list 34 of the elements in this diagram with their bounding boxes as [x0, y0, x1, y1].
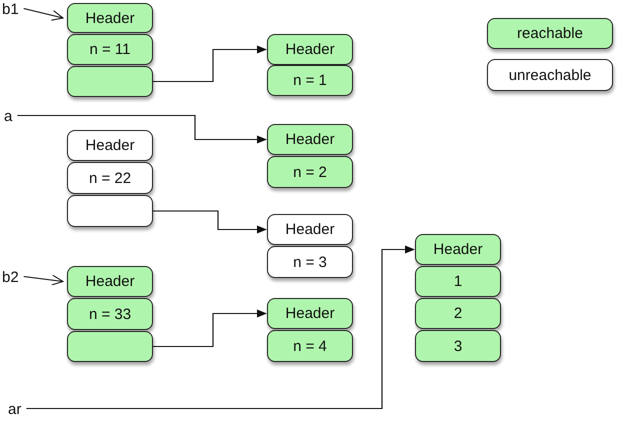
value-field: 2: [415, 298, 501, 329]
header-field: Header: [67, 3, 153, 33]
arrow: [17, 114, 267, 144]
value-field: n = 4: [267, 330, 353, 362]
value-field: 3: [415, 330, 501, 362]
arrow: [153, 210, 267, 234]
empty-field: [67, 331, 153, 362]
empty-field: [67, 66, 153, 97]
header-field: Header: [267, 214, 353, 245]
legend-item: unreachable: [487, 59, 613, 91]
arrow: [153, 46, 267, 82]
variable-label: b1: [2, 2, 19, 17]
value-field: n = 2: [267, 156, 353, 188]
value-field: n = 33: [67, 298, 153, 330]
value-field: 1: [415, 266, 501, 297]
header-field: Header: [67, 130, 153, 161]
empty-field: [67, 195, 153, 227]
header-field: Header: [267, 298, 353, 329]
arrow: [24, 274, 64, 286]
legend-item: reachable: [487, 18, 613, 49]
header-field: Header: [267, 124, 353, 155]
header-field: Header: [67, 266, 153, 297]
value-field: n = 1: [267, 65, 353, 96]
value-field: n = 3: [267, 246, 353, 278]
variable-label: a: [4, 109, 12, 124]
arrow: [153, 310, 267, 348]
variable-label: b2: [2, 270, 19, 285]
variable-label: ar: [8, 402, 22, 417]
value-field: n = 22: [67, 162, 153, 194]
value-field: n = 11: [67, 34, 153, 65]
header-field: Header: [415, 234, 501, 265]
arrow: [24, 8, 64, 21]
header-field: Header: [267, 34, 353, 65]
arrow: [26, 246, 415, 410]
